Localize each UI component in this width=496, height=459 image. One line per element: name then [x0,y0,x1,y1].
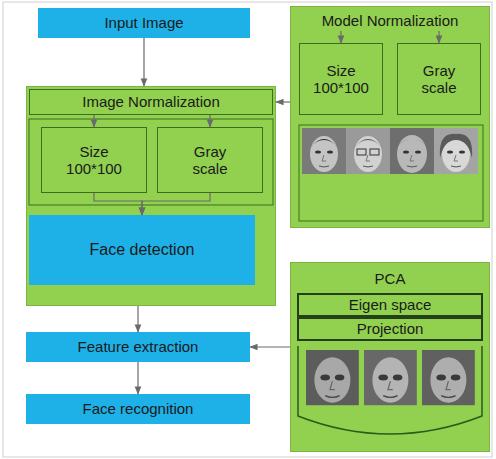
box-label: Gray scale [184,143,236,178]
process-box: Feature extraction [26,332,250,362]
stage-panel: PCA Eigen spaceProjection [290,262,490,452]
step-bar: Eigen space [297,293,483,317]
flow-arrow [250,346,290,347]
box-label: Gray scale [413,62,465,97]
flow-arrow [276,101,290,102]
panel-heading: PCA [375,270,406,287]
step-bar: Projection [297,317,483,341]
box-label: Eigen space [349,296,432,313]
stage-panel: Image NormalizationSize 100*100 Gray scal… [26,86,276,306]
panel-heading: Image Normalization [82,93,220,110]
panel-heading-strip: Image Normalization [29,89,273,115]
box-label: Size 100*100 [309,62,373,97]
step-box: Gray scale [157,127,263,193]
box-label: Input Image [104,14,183,31]
panel-heading-strip: PCA [291,269,489,289]
process-box: Face recognition [26,394,250,424]
panel-heading: Model Normalization [322,12,459,29]
flow-arrow [143,38,144,86]
flow-arrow [137,306,138,332]
box-label: Projection [357,320,424,337]
box-label: Feature extraction [78,338,199,355]
process-box: Face detection [29,215,255,285]
step-box: Size 100*100 [299,43,383,115]
panel-heading-strip: Model Normalization [291,11,489,31]
box-label: Size 100*100 [62,143,126,178]
frame [3,2,492,457]
step-box: Gray scale [397,43,481,115]
step-box: Size 100*100 [41,127,147,193]
box-label: Face detection [90,241,195,259]
flow-arrow [137,362,138,394]
stage-panel: Model NormalizationSize 100*100 Gray scal… [290,6,490,228]
box-label: Face recognition [83,400,194,417]
process-box: Input Image [38,8,250,38]
